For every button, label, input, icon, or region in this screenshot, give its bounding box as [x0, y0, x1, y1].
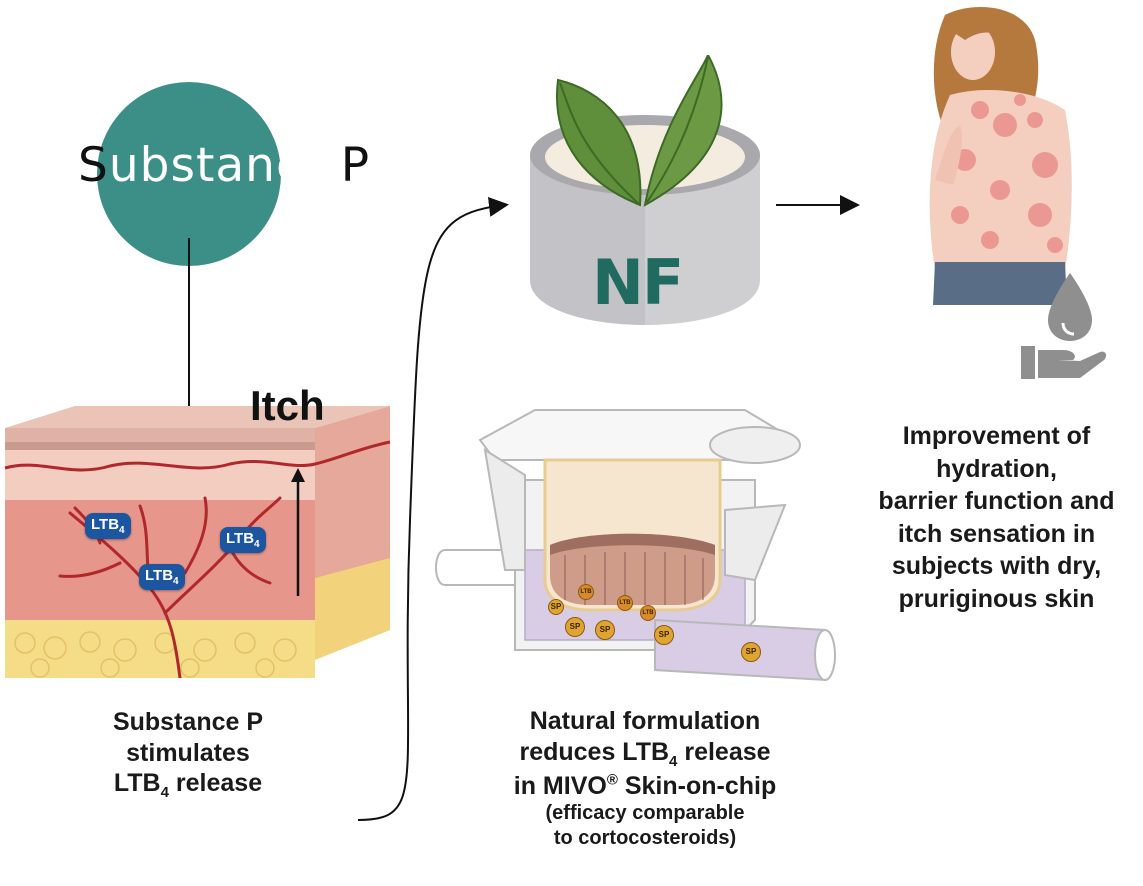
right-caption-line4-rest: in	[1065, 519, 1096, 548]
epidermis-layer	[5, 450, 315, 500]
leaf-right	[643, 55, 723, 207]
ltb4-badge: LTB4	[220, 527, 266, 553]
middle-caption-line2-sub: 4	[669, 752, 678, 770]
right-caption-line5: subjects with dry,	[891, 552, 1102, 580]
person-illustration	[929, 7, 1072, 305]
hand-icon	[1038, 350, 1107, 378]
rash-spots	[951, 94, 1063, 253]
right-caption-itch: itch sensation	[897, 519, 1066, 548]
right-caption-line4: itch sensation in	[850, 518, 1143, 551]
ltb4-badge-base: LTB	[91, 516, 120, 533]
right-caption: Improvement of hydration, barrier functi…	[850, 420, 1143, 615]
middle-caption-line3: in MIVO® Skin-on-chip	[455, 771, 835, 802]
right-caption-line2: hydration,	[850, 453, 1143, 486]
nerve-fiber	[4, 440, 391, 472]
middle-caption: Natural formulation reduces LTB4 release…	[455, 706, 835, 850]
skin-on-chip-device	[435, 409, 836, 682]
epidermis-stripe	[5, 442, 315, 450]
skin-cross-section	[4, 406, 391, 678]
jar-label: NF	[592, 246, 684, 319]
substance-p-label-part1: S	[78, 138, 109, 193]
ltb4-badge: LTB4	[139, 564, 185, 590]
substance-p-label-part2: ubstance	[108, 138, 333, 193]
chip-inlet-tube	[435, 549, 516, 586]
sp-marker: SP	[548, 599, 564, 615]
ltb-marker: LTB	[578, 584, 594, 600]
hand-cuff	[1021, 346, 1035, 379]
leaf-left	[556, 78, 642, 207]
sp-marker: SP	[654, 625, 674, 645]
fat-layer	[5, 620, 315, 678]
ltb4-badge-sub: 4	[254, 539, 260, 550]
sp-marker: SP	[595, 620, 615, 640]
middle-caption-line4: (efficacy comparable	[545, 802, 745, 825]
sp-marker: SP	[741, 642, 761, 662]
pants	[933, 262, 1067, 305]
cream-jar-illustration	[530, 55, 760, 325]
skin-top-face	[5, 406, 390, 428]
middle-caption-line3-sup: ®	[606, 771, 618, 789]
middle-caption-line2-pre: reduces LTB	[519, 737, 670, 766]
middle-caption-line5: to cortocosteroids)	[553, 826, 737, 849]
middle-caption-line2: reduces LTB4 release	[455, 737, 835, 771]
left-caption-ltb: LTB	[113, 769, 161, 797]
middle-caption-line3-pre: in MIVO	[513, 771, 607, 800]
chip-outlet-channel	[654, 618, 826, 682]
sp-marker: SP	[565, 617, 585, 637]
right-caption-hydration: hydration	[936, 454, 1050, 483]
left-caption-line3: LTB4 release	[60, 768, 316, 802]
right-caption-line3: barrier function and	[850, 485, 1143, 518]
ltb4-badge-base: LTB	[145, 567, 174, 584]
left-caption-line1: Substance P	[112, 708, 264, 736]
middle-caption-line3-rest: Skin-on-chip	[617, 771, 777, 800]
ltb4-badge-base: LTB	[226, 530, 255, 547]
left-caption-line2: stimulates	[126, 738, 250, 767]
hydration-hand-icon	[1021, 273, 1107, 379]
middle-caption-line2-rest: release	[677, 737, 771, 766]
right-caption-line6: pruriginous skin	[898, 584, 1095, 613]
itch-arrowhead	[291, 468, 305, 482]
epidermis-top	[5, 428, 315, 442]
ltb-marker: LTB	[617, 595, 633, 611]
middle-caption-line1: Natural formulation	[529, 707, 761, 735]
left-caption-ltb-sub: 4	[160, 784, 169, 801]
left-caption-release: release	[168, 769, 263, 797]
water-drop-icon	[1048, 273, 1092, 341]
skin-side-fat	[315, 558, 390, 660]
substance-p-circle	[97, 82, 281, 266]
left-caption: Substance P stimulates LTB4 release	[60, 707, 316, 802]
curved-arrow-to-jar	[357, 196, 509, 821]
itch-label: Itch	[250, 382, 325, 429]
arm	[935, 125, 963, 185]
substance-p-label-part3: P	[340, 138, 371, 193]
ltb4-badge: LTB4	[85, 513, 131, 539]
right-caption-line3-rest: and	[1063, 487, 1115, 515]
ltb4-badge-sub: 4	[173, 576, 179, 587]
right-caption-line2-rest: ,	[1049, 454, 1057, 483]
ltb4-badge-sub: 4	[119, 525, 125, 536]
right-caption-barrier: barrier function	[878, 487, 1064, 515]
ltb-marker: LTB	[640, 605, 656, 621]
right-caption-line1: Improvement of	[902, 422, 1091, 450]
